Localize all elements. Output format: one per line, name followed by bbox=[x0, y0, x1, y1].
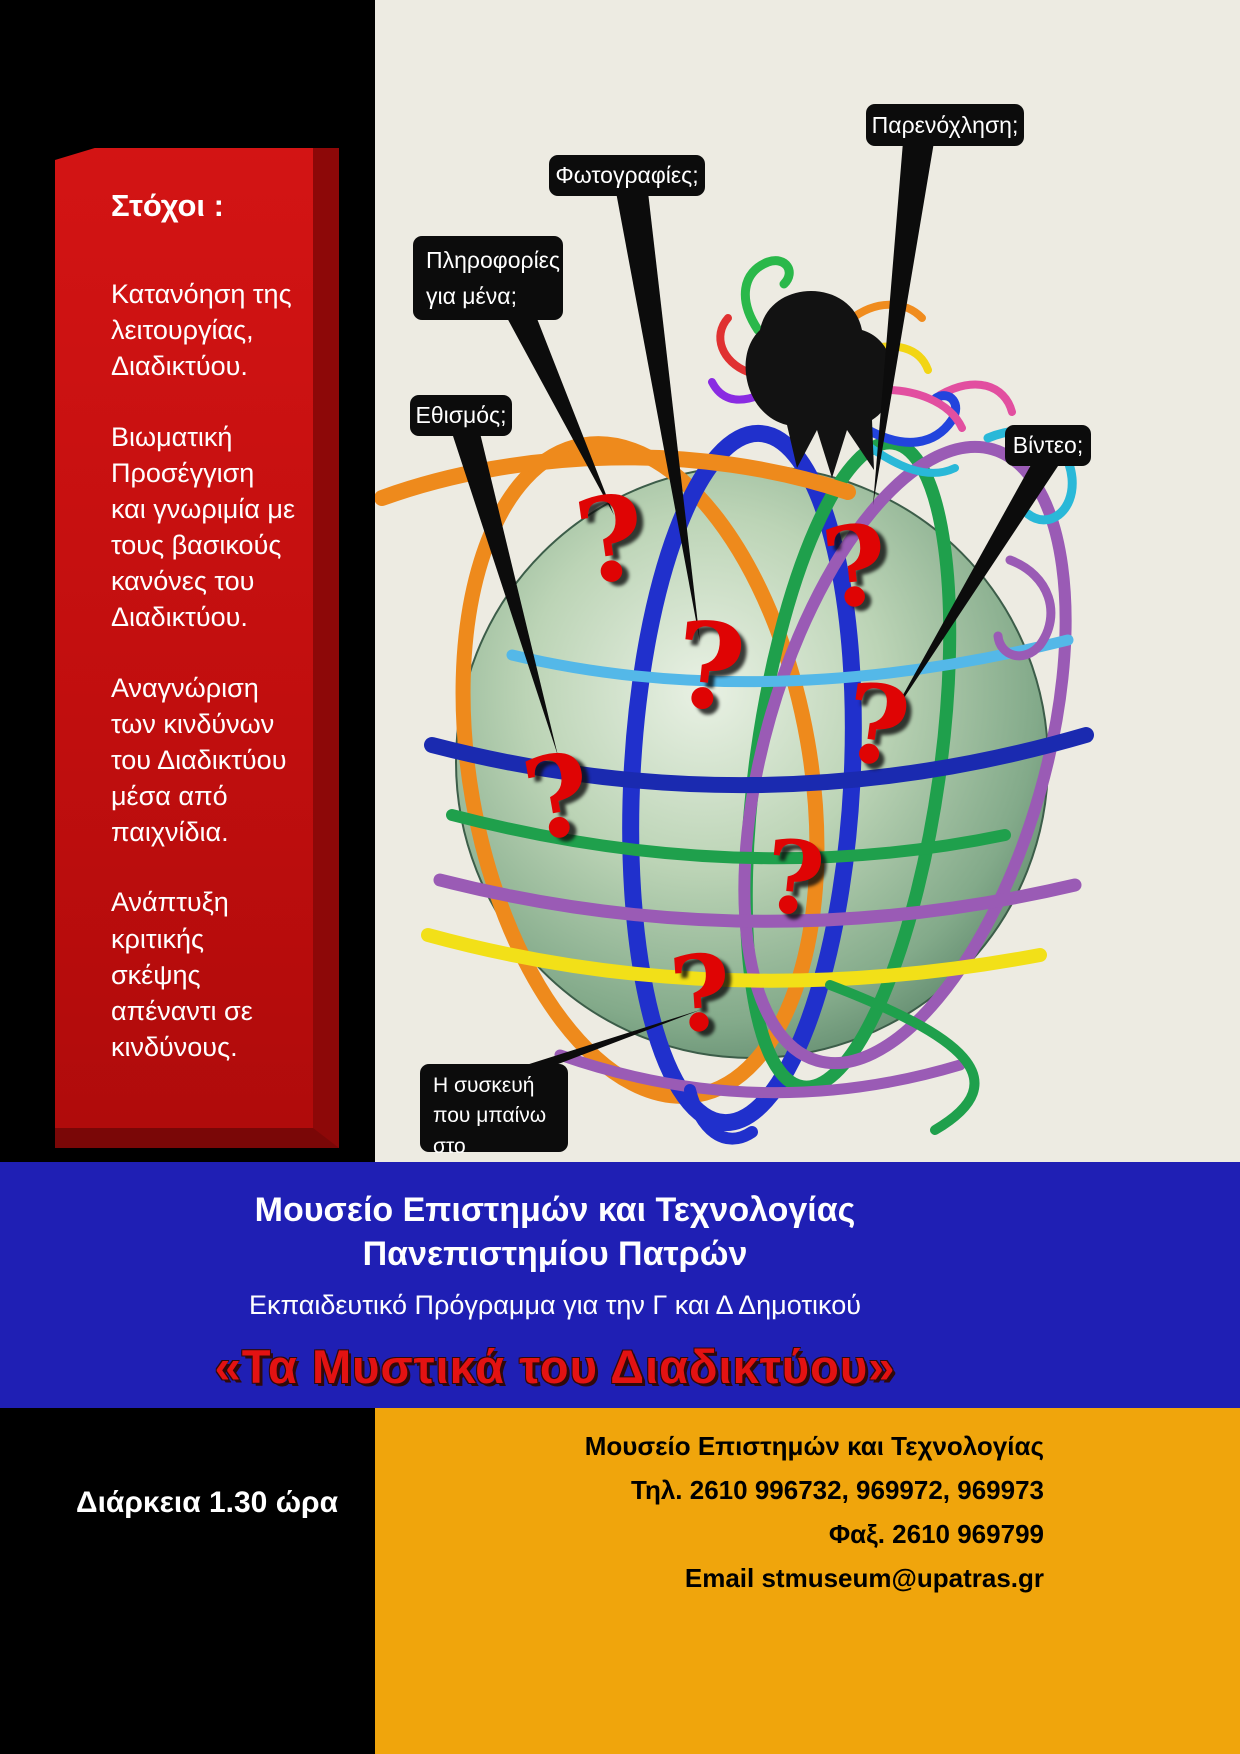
goal-item: Ανάπτυξη κριτικής σκέψης απέναντι σε κιν… bbox=[111, 887, 253, 1063]
globe-illustration-area: ? ? ? ? ? ? ? Παρενόχληση; Φωτογραφίες; … bbox=[375, 0, 1240, 1162]
contact-phone: Τηλ. 2610 996732, 969972, 969973 bbox=[631, 1475, 1044, 1505]
callout-video: Βίντεο; bbox=[1005, 425, 1091, 466]
question-mark: ? bbox=[816, 498, 894, 635]
callout-info-about-me: Πληροφορίες για μένα; bbox=[413, 236, 563, 320]
goals-title: Στόχοι : bbox=[111, 188, 224, 223]
monster bbox=[708, 256, 966, 478]
question-mark: ? bbox=[665, 930, 736, 1057]
callout-device: Η συσκευή που μπαίνω στο Διαδίκτυο; bbox=[420, 1064, 568, 1158]
museum-banner: Μουσείο Επιστημών και Τεχνολογίας Πανεπι… bbox=[0, 1162, 1240, 1408]
goals-ribbon: Στόχοι : Κατανόηση της λειτουργίας, Διαδ… bbox=[55, 148, 339, 1148]
goal-item: Αναγνώριση των κινδύνων του Διαδικτύου μ… bbox=[111, 672, 287, 848]
program-audience: Εκπαιδευτικό Πρόγραμμα για την Γ και Δ Δ… bbox=[249, 1290, 861, 1320]
footer-duration-panel: Διάρκεια 1.30 ώρα bbox=[0, 1408, 375, 1754]
callout-harassment: Παρενόχληση; bbox=[866, 104, 1024, 146]
callout-photos: Φωτογραφίες; bbox=[549, 155, 705, 196]
contact-fax: Φαξ. 2610 969799 bbox=[828, 1519, 1044, 1549]
goals-content: Στόχοι : Κατανόηση της λειτουργίας, Διαδ… bbox=[55, 148, 313, 1065]
goal-item: Κατανόηση της λειτουργίας, Διαδικτύου. bbox=[111, 279, 292, 382]
museum-name-line1: Μουσείο Επιστημών και Τεχνολογίας bbox=[254, 1191, 856, 1229]
question-mark: ? bbox=[758, 816, 830, 940]
contact-email: Email stmuseum@upatras.gr bbox=[684, 1563, 1044, 1593]
orbit-ribbons bbox=[375, 380, 1094, 1145]
program-title: «Τα Μυστικά του Διαδικτύου» bbox=[214, 1340, 896, 1393]
contact-museum-name: Μουσείο Επιστημών και Τεχνολογίας bbox=[584, 1431, 1044, 1461]
museum-name-line2: Πανεπιστημίου Πατρών bbox=[362, 1235, 748, 1273]
duration-text: Διάρκεια 1.30 ώρα bbox=[76, 1486, 339, 1519]
callout-addiction: Εθισμός; bbox=[410, 395, 512, 436]
question-mark: ? bbox=[667, 593, 752, 740]
goal-item: Βιωματική Προσέγγιση και γνωριμία με του… bbox=[111, 421, 295, 633]
footer: Διάρκεια 1.30 ώρα Μουσείο Επιστημών και … bbox=[0, 1408, 1240, 1754]
footer-contact-panel: Μουσείο Επιστημών και Τεχνολογίας Τηλ. 2… bbox=[375, 1408, 1240, 1754]
callout-tails bbox=[452, 142, 1060, 1066]
globe-illustration bbox=[375, 142, 1094, 1145]
